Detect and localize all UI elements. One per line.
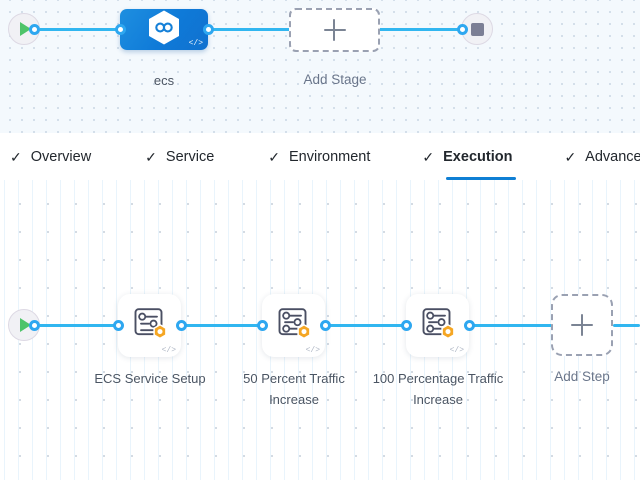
stage-node-ecs[interactable]: </> — [120, 9, 208, 50]
code-marker-icon: </> — [305, 346, 320, 355]
step-node-ecs-service-setup[interactable]: </> — [118, 294, 181, 357]
port-start-out[interactable] — [29, 24, 40, 35]
edge-step2-to-step3 — [309, 324, 459, 327]
add-stage-label: Add Stage — [303, 72, 367, 87]
check-icon: ✓ — [145, 148, 157, 165]
tab-advanced[interactable]: ✓ Advanced — [564, 133, 640, 180]
execution-canvas[interactable]: </> ECS Service Setup — [0, 180, 640, 480]
step-node-label: 100 Percentage Traffic Increase — [372, 371, 504, 407]
config-tab-bar[interactable]: ✓ Overview ✓ Service ✓ Environment ✓ Exe… — [0, 133, 640, 180]
edge-step1-to-step2 — [182, 324, 309, 327]
add-step-button[interactable] — [551, 294, 613, 356]
port-step3-in[interactable] — [401, 320, 412, 331]
tab-environment[interactable]: ✓ Environment — [268, 133, 370, 180]
edge-start-to-ecs — [34, 28, 126, 31]
port-step1-out[interactable] — [176, 320, 187, 331]
check-icon: ✓ — [10, 148, 22, 165]
edge-ecs-to-add-stage — [208, 28, 294, 31]
code-marker-icon: </> — [161, 346, 176, 355]
step-node-50-percent-traffic-increase[interactable]: </> — [262, 294, 325, 357]
tab-execution-label: Execution — [443, 148, 513, 165]
port-step1-in[interactable] — [113, 320, 124, 331]
step-node-label: 50 Percent Traffic Increase — [243, 371, 345, 407]
sliders-icon — [420, 304, 456, 345]
port-step3-out[interactable] — [464, 320, 475, 331]
port-step2-in[interactable] — [257, 320, 268, 331]
tab-execution[interactable]: ✓ Execution — [422, 133, 517, 180]
sliders-icon — [132, 304, 168, 345]
tab-environment-label: Environment — [289, 148, 371, 165]
tab-underline — [446, 177, 517, 180]
port-end-in[interactable] — [457, 24, 468, 35]
infinity-hexagon-icon — [147, 9, 181, 50]
port-ecs-out[interactable] — [203, 24, 214, 35]
tab-service[interactable]: ✓ Service — [145, 133, 214, 180]
code-marker-icon: </> — [449, 346, 464, 355]
step-node-100-percentage-traffic-increase[interactable]: </> — [406, 294, 469, 357]
port-step2-out[interactable] — [320, 320, 331, 331]
plus-icon — [323, 19, 346, 41]
port-exec-start-out[interactable] — [29, 320, 40, 331]
stage-canvas[interactable]: </> ecs Add Stage — [0, 0, 640, 133]
plus-icon — [571, 314, 593, 336]
add-step-label: Add Step — [554, 369, 610, 384]
tab-service-label: Service — [165, 148, 215, 165]
tab-overview-label: Overview — [30, 148, 92, 165]
tab-advanced-label: Advanced — [585, 148, 640, 165]
check-icon: ✓ — [422, 148, 435, 165]
check-icon: ✓ — [268, 148, 280, 165]
check-icon: ✓ — [564, 148, 577, 165]
stop-square-icon — [470, 22, 484, 36]
sliders-icon — [276, 304, 312, 345]
step-node-label: ECS Service Setup — [94, 371, 206, 386]
stage-node-label: ecs — [153, 73, 175, 88]
play-icon — [20, 318, 31, 332]
tab-overview[interactable]: ✓ Overview — [10, 133, 91, 180]
edge-start-to-step-1 — [34, 324, 182, 327]
edge-add-stage-to-end — [378, 28, 462, 31]
play-icon — [20, 22, 31, 36]
edge-step3-to-add-step — [468, 324, 554, 327]
pipeline-end-node[interactable] — [461, 13, 493, 45]
add-stage-button[interactable] — [289, 8, 380, 52]
edge-add-step-out — [613, 324, 640, 327]
code-marker-icon: </> — [188, 39, 203, 48]
port-ecs-in[interactable] — [115, 24, 126, 35]
